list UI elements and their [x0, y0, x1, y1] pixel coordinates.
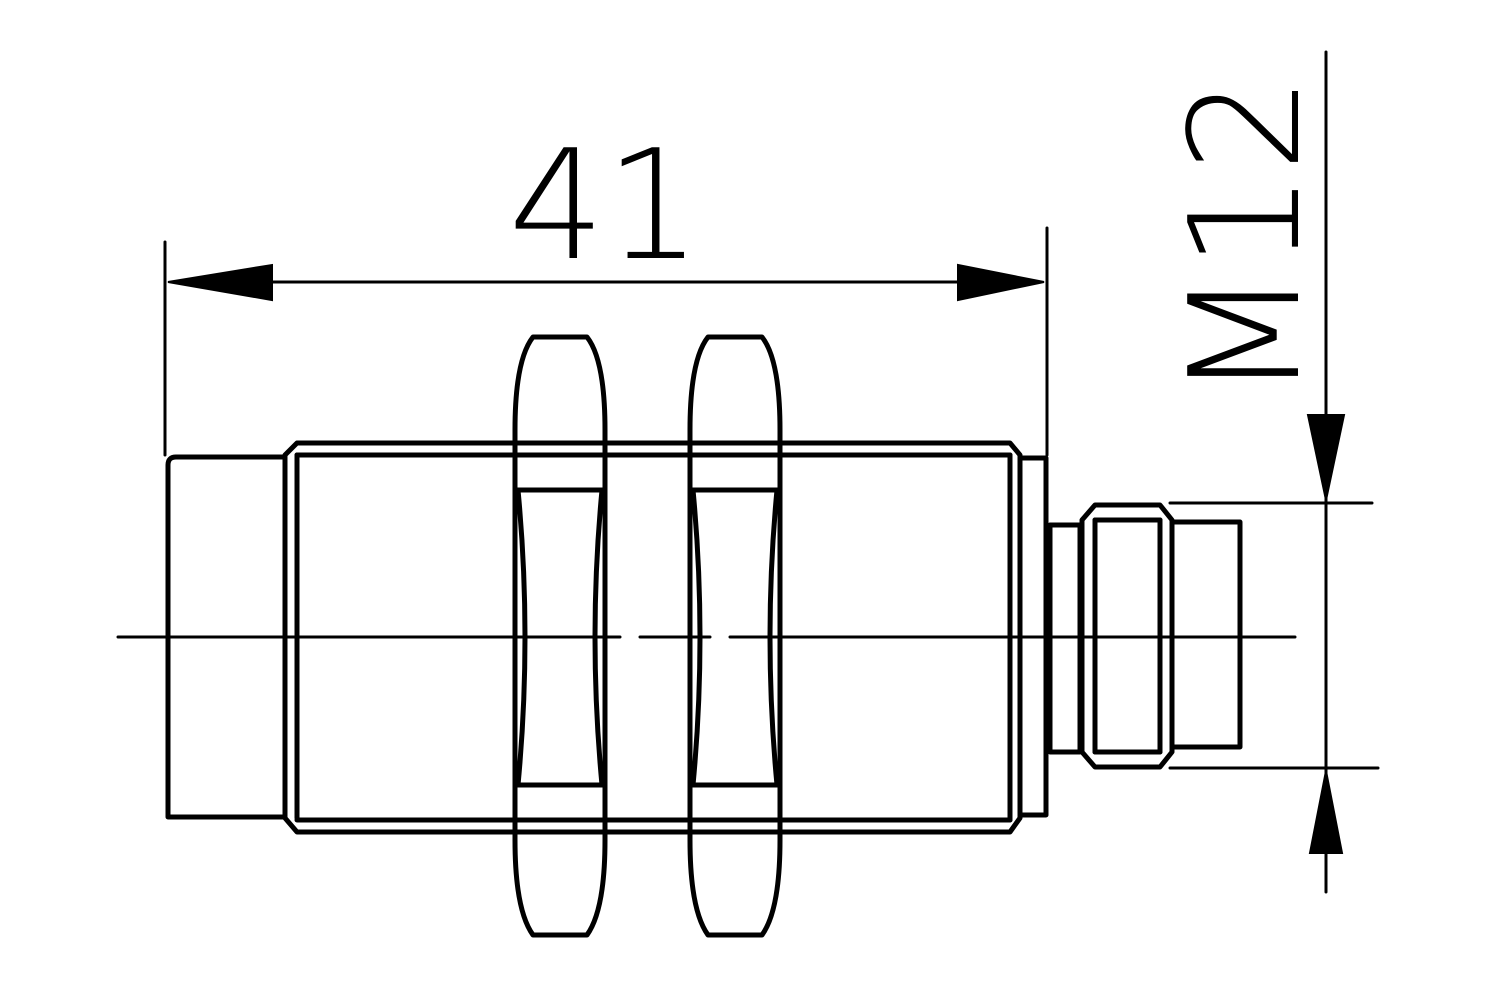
sensing-face [165, 454, 288, 820]
arrow-right-icon [957, 263, 1045, 302]
connector-plug [1169, 519, 1243, 750]
threaded-body [282, 440, 1023, 835]
connector-nut [1079, 502, 1175, 770]
length-label: 41 [508, 117, 701, 294]
arrow-left-icon [167, 263, 273, 302]
mounting-nut-1 [512, 334, 608, 938]
arrow-down-icon [1306, 414, 1346, 501]
thread-label: M12 [1157, 76, 1334, 401]
thread-dimension [1168, 50, 1380, 894]
arrow-up-icon [1308, 770, 1344, 854]
rear-step [1017, 455, 1049, 818]
mounting-nut-2 [687, 334, 783, 938]
length-dimension [163, 226, 1049, 457]
